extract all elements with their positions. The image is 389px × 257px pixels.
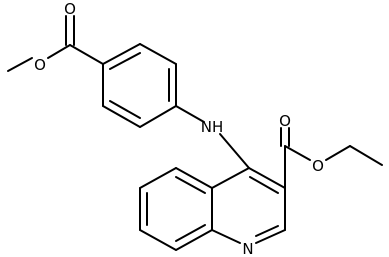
- atom-o-carbonyl-ethyl-ester: O: [279, 112, 291, 130]
- bond-benzene-5-inner: [109, 100, 141, 119]
- atom-o-ethoxy: O: [312, 157, 324, 175]
- bond-c4a-c4: [211, 167, 250, 189]
- bond-c5-c6: [139, 167, 177, 189]
- bond-ethoxy-ch2: [325, 145, 351, 161]
- atom-n-quinoline: N: [242, 240, 253, 257]
- bond-benzene-1: [102, 43, 141, 65]
- bond-methoxy-carbonylc: [47, 44, 71, 59]
- bond-c7-c8: [139, 229, 177, 251]
- bond-benzene-2: [139, 43, 177, 65]
- bond-ch2-ch3: [349, 145, 383, 166]
- bond-c8-c8a-inner: [175, 224, 206, 242]
- bond-c2-n-inner: [255, 225, 279, 237]
- bond-c4a-c5-inner: [175, 176, 206, 194]
- bond-carbonylc-ethoxy: [284, 145, 311, 161]
- bond-benzene-1-inner: [109, 52, 141, 70]
- atom-n-amine: NH: [201, 118, 224, 136]
- atom-o-carbonyl-methyl-ester: O: [64, 0, 76, 18]
- atom-o-methoxy: O: [34, 56, 46, 74]
- bond-ring-nh: [175, 105, 205, 123]
- bond-nh-quinoline: [219, 133, 250, 169]
- bond-benzene-5: [102, 105, 141, 128]
- bond-c2-n: [255, 229, 286, 244]
- bond-c8-c8a: [175, 229, 213, 251]
- atom-labels: O O NH O O N: [34, 0, 324, 257]
- bond-c4a-c5: [175, 167, 213, 189]
- bond-n-c8a: [211, 229, 241, 244]
- bond-benzene-4: [139, 105, 177, 128]
- bond-c4-c3-inner: [249, 176, 279, 194]
- bond-methyl-methoxy: [7, 57, 33, 72]
- bond-carbonylc-ring: [69, 44, 104, 65]
- bond-c4-c3: [248, 167, 286, 189]
- bonds: [7, 15, 383, 251]
